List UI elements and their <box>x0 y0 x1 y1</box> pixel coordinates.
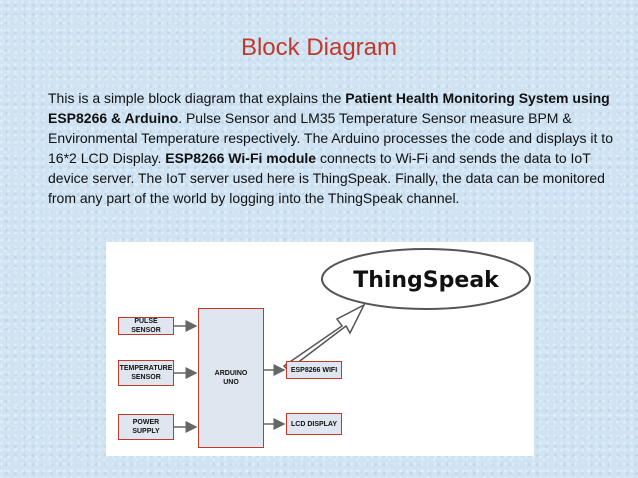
text-bold-2: ESP8266 Wi-Fi module <box>165 150 317 166</box>
arduino-block: ARDUINO UNO <box>198 308 264 448</box>
pulse-sensor-block: PULSE SENSOR <box>118 317 174 335</box>
text-part-2: . Pulse Sensor and LM35 Temperature Sens… <box>48 110 613 166</box>
text-part-3: connects to Wi-Fi and sends the data to … <box>48 150 605 206</box>
thingspeak-cloud <box>321 248 531 310</box>
text-bold-1: Patient Health Monitoring System using E… <box>48 90 610 126</box>
lcd-display-label: LCD DISPLAY <box>290 420 338 428</box>
block-diagram: ThingSpeak PULSE SENSOR TEMPERATURE SENS… <box>106 242 534 456</box>
temperature-sensor-block: TEMPERATURE SENSOR <box>118 360 174 386</box>
power-supply-label: POWER SUPPLY <box>132 419 160 435</box>
power-supply-block: POWER SUPPLY <box>118 414 174 440</box>
temperature-sensor-label: TEMPERATURE SENSOR <box>119 365 173 381</box>
description-paragraph: This is a simple block diagram that expl… <box>48 88 618 208</box>
slide-title: Block Diagram <box>240 34 398 61</box>
lcd-display-block: LCD DISPLAY <box>286 413 342 435</box>
esp8266-label: ESP8266 WIFI <box>290 366 338 374</box>
esp8266-block: ESP8266 WIFI <box>286 361 342 379</box>
thingspeak-label: ThingSpeak <box>353 267 499 293</box>
arduino-label: ARDUINO UNO <box>214 370 248 386</box>
pulse-sensor-label: PULSE SENSOR <box>131 318 161 334</box>
text-part-1: This is a simple block diagram that expl… <box>48 90 346 106</box>
diagram-connections <box>174 248 531 433</box>
